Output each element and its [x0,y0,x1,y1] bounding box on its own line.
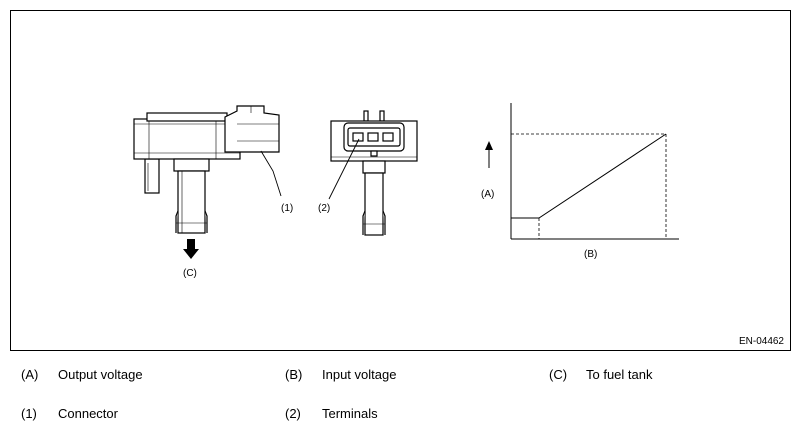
figure-id: EN-04462 [738,336,784,347]
callout-2-leader [328,138,360,200]
legend-text: Input voltage [322,367,397,382]
legend-key: (C) [549,367,568,382]
fuel-tank-arrow [183,239,199,259]
callout-c-label: (C) [183,268,197,279]
legend-text: Output voltage [58,367,143,382]
legend-text: To fuel tank [586,367,653,382]
legend-key: (B) [285,367,303,382]
graph-output-line [511,133,667,219]
callout-1-label: (1) [281,203,293,214]
callout-1-leader [260,150,282,197]
sensor-diagram: (1) (C) [133,103,679,279]
sensor-side-view [133,105,280,234]
legend-key: (1) [21,406,37,421]
voltage-graph [485,103,679,240]
figure-frame: (1) (C) [10,10,791,351]
callout-a-label: (A) [481,189,494,200]
legend-key: (2) [285,406,301,421]
legend-key: (A) [21,367,39,382]
callout-2-label: (2) [318,203,330,214]
callout-b-label: (B) [584,249,597,260]
legend-text: Terminals [322,406,378,421]
sensor-front-view [330,110,418,236]
legend-text: Connector [58,406,118,421]
